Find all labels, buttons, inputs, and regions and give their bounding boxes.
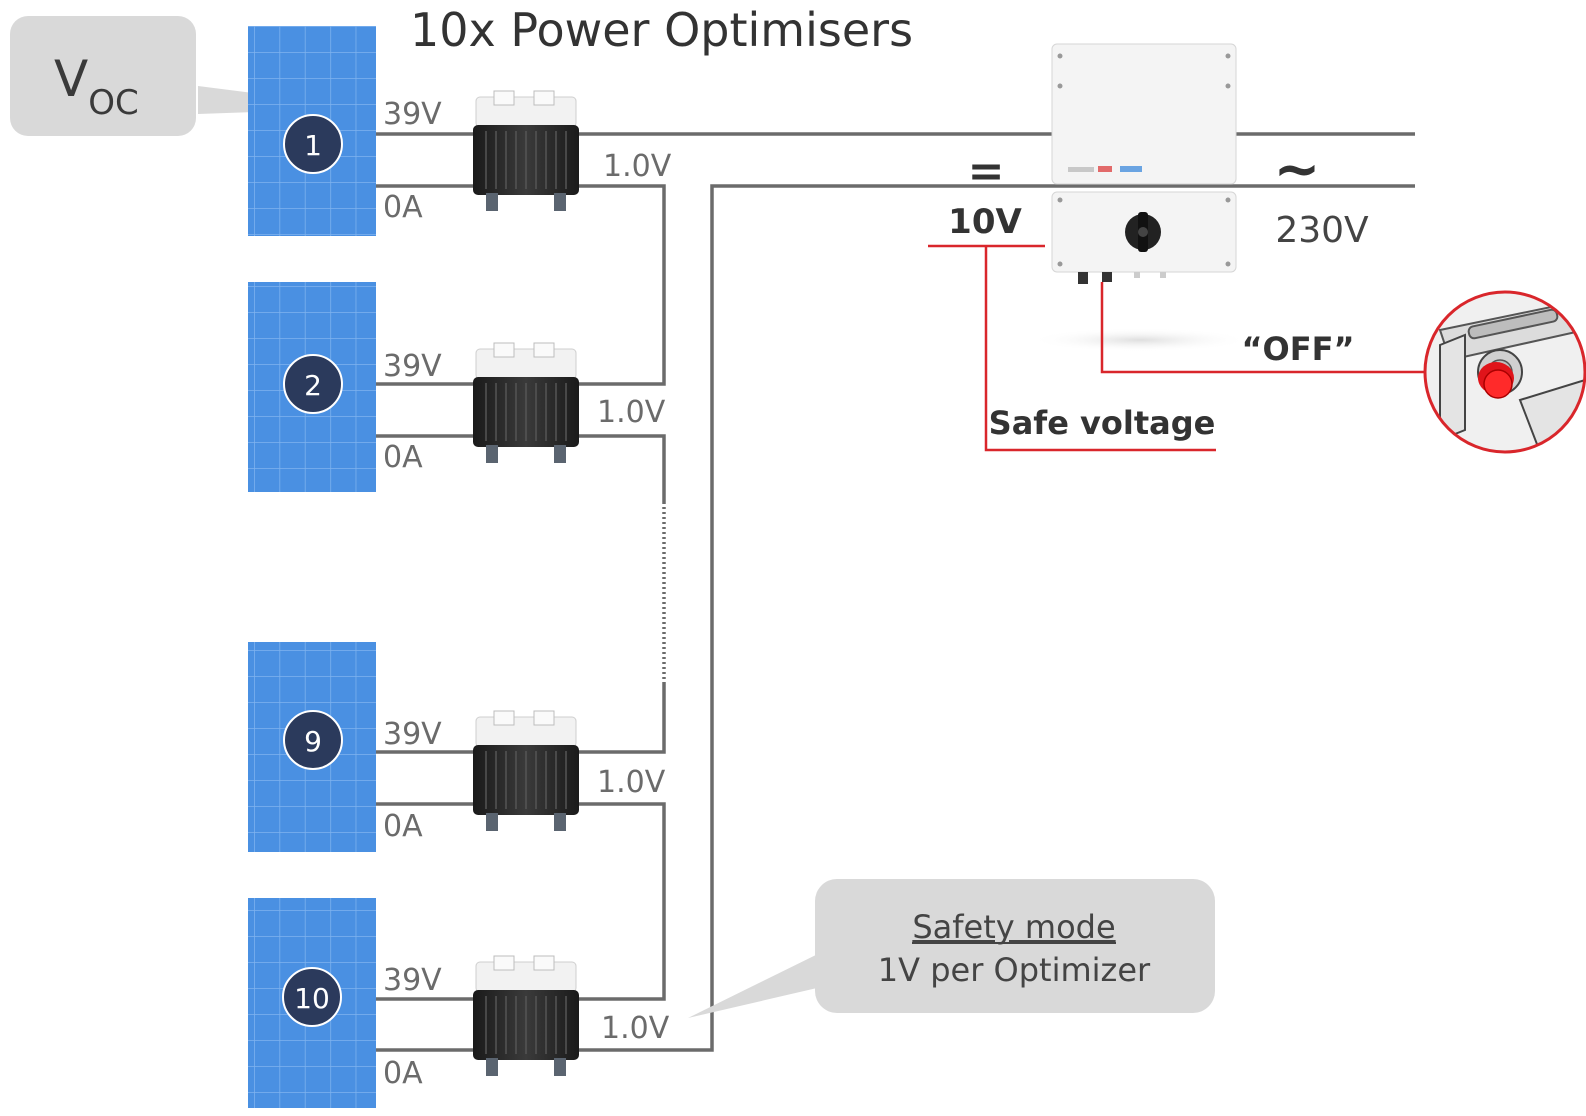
optimiser-output-voltage: 1.0V bbox=[597, 765, 666, 800]
ac-voltage-label: 230V bbox=[1275, 210, 1369, 251]
inverter-cable-gland bbox=[1078, 272, 1088, 284]
module-number: 1 bbox=[304, 129, 322, 162]
optimiser-output-voltage: 1.0V bbox=[597, 395, 666, 430]
safety-mode-callout: Safety mode 1V per Optimizer bbox=[688, 879, 1215, 1018]
ac-symbol: ~ bbox=[1274, 137, 1321, 202]
safety-mode-body: 1V per Optimizer bbox=[878, 951, 1151, 989]
module-input-current: 0A bbox=[383, 809, 423, 844]
module-number: 9 bbox=[304, 725, 322, 758]
svg-text:VOC: VOC bbox=[54, 50, 139, 123]
solar-module-9: 9 39V 0A 1.0V bbox=[248, 642, 666, 852]
module-input-voltage: 39V bbox=[383, 963, 442, 998]
inverter-upper-housing bbox=[1051, 43, 1237, 185]
inverter bbox=[1030, 43, 1250, 352]
switch-off-zoom-inset bbox=[1423, 290, 1586, 454]
solar-module-10: 10 39V 0A 1.0V bbox=[248, 898, 670, 1108]
module-number-badge bbox=[283, 114, 343, 174]
module-number-badge bbox=[283, 710, 343, 770]
optimiser-output-voltage: 1.0V bbox=[601, 1011, 670, 1046]
module-input-voltage: 39V bbox=[383, 717, 442, 752]
inverter-shadow bbox=[1030, 328, 1250, 352]
solar-module-1: 1 39V 0A 1.0V bbox=[248, 26, 672, 236]
voc-label: V bbox=[54, 50, 88, 108]
diagram-title: 10x Power Optimisers bbox=[410, 3, 913, 57]
module-number: 10 bbox=[294, 982, 330, 1015]
module-input-current: 0A bbox=[383, 190, 423, 225]
safe-voltage-label: Safe voltage bbox=[989, 404, 1216, 442]
safety-mode-title: Safety mode bbox=[912, 908, 1115, 946]
module-number-badge bbox=[283, 354, 343, 414]
power-optimiser bbox=[472, 342, 580, 464]
safe-voltage-leader bbox=[928, 244, 1428, 452]
dc-symbol: = bbox=[968, 146, 1005, 197]
module-number-badge bbox=[282, 967, 342, 1027]
off-label: “OFF” bbox=[1242, 330, 1355, 368]
dc-safety-switch-knob bbox=[1125, 212, 1161, 252]
module-input-voltage: 39V bbox=[383, 349, 442, 384]
module-input-voltage: 39V bbox=[383, 97, 442, 132]
optimiser-output-voltage: 1.0V bbox=[603, 149, 672, 184]
voc-subscript: OC bbox=[88, 83, 139, 123]
power-optimiser bbox=[472, 955, 580, 1077]
module-input-current: 0A bbox=[383, 440, 423, 475]
module-number: 2 bbox=[304, 369, 322, 402]
solar-module-2: 2 39V 0A 1.0V bbox=[248, 282, 666, 492]
power-optimiser bbox=[472, 90, 580, 212]
dc-voltage-label: 10V bbox=[948, 202, 1022, 242]
power-optimiser bbox=[472, 710, 580, 832]
module-input-current: 0A bbox=[383, 1056, 423, 1091]
string-wiring bbox=[376, 132, 1415, 1052]
inverter-brand-strip bbox=[1068, 167, 1094, 172]
